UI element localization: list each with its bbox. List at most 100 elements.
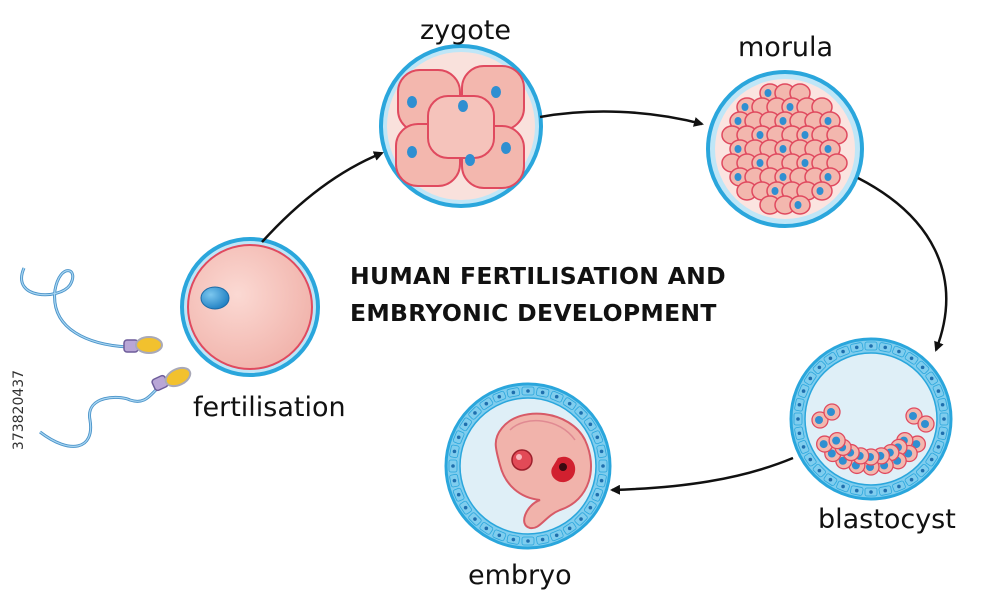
morula-cell: [706, 70, 864, 228]
inner-cell-nucleus: [827, 449, 836, 458]
morula-nucleus: [779, 145, 787, 153]
trophoblast-nucleus: [797, 431, 802, 436]
membrane-nucleus: [463, 422, 468, 427]
stock-image-id: 373820437: [11, 369, 27, 451]
morula-nucleus: [756, 131, 764, 139]
trophoblast-nucleus: [936, 445, 941, 449]
trophoblast-nucleus: [828, 356, 833, 361]
trophoblast-nucleus: [929, 457, 934, 462]
membrane-nucleus: [579, 411, 583, 415]
morula-nucleus: [756, 159, 764, 167]
membrane-nucleus: [463, 505, 468, 510]
membrane-nucleus: [511, 390, 516, 395]
membrane-nucleus: [595, 435, 600, 440]
membrane-nucleus: [588, 422, 593, 427]
membrane-nucleus: [456, 435, 461, 440]
trophoblast-nucleus: [897, 484, 901, 489]
trophoblast-nucleus: [797, 402, 802, 407]
blastocyst-cell: [789, 337, 953, 501]
cycle-arrows: [261, 110, 948, 495]
trophoblast-nucleus: [796, 417, 800, 421]
trophoblast-nucleus: [854, 488, 859, 493]
label-blastocyst: blastocyst: [818, 504, 956, 535]
morula-nucleus: [734, 173, 742, 181]
trophoblast-nucleus: [909, 356, 914, 361]
sperm-cell: [20, 267, 163, 354]
zygote-cell: [379, 44, 543, 208]
membrane-nucleus: [497, 533, 502, 538]
trophoblast-nucleus: [940, 402, 945, 407]
membrane-nucleus: [473, 517, 477, 521]
inner-cell-nucleus: [838, 456, 847, 465]
trophoblast-nucleus: [929, 376, 934, 381]
membrane-nucleus: [473, 411, 477, 415]
trophoblast-nucleus: [854, 345, 859, 350]
membrane-nucleus: [601, 464, 605, 468]
sperm-group: [20, 267, 192, 448]
trophoblast-nucleus: [883, 345, 888, 350]
membrane-nucleus: [554, 394, 559, 399]
inner-cell-nucleus: [832, 436, 841, 445]
membrane-nucleus: [554, 533, 559, 538]
arrow-fertilisation-to-zygote: [261, 151, 384, 243]
inner-cell-nucleus: [819, 440, 828, 449]
membrane-nucleus: [484, 401, 489, 406]
morula-nucleus: [734, 117, 742, 125]
title-line-1: HUMAN FERTILISATION AND: [350, 262, 726, 290]
trophoblast-nucleus: [841, 484, 845, 489]
egg-cell-fertilisation: [180, 237, 320, 377]
inner-cell-nucleus: [909, 412, 917, 420]
trophoblast-nucleus: [942, 417, 946, 421]
arrow-zygote-to-morula: [539, 110, 704, 127]
morula-nucleus: [779, 117, 787, 125]
inner-cell-nucleus: [912, 440, 921, 449]
inner-cell-nucleus: [815, 416, 823, 424]
morula-nucleus: [741, 103, 749, 111]
morula-nucleus: [794, 201, 802, 209]
membrane-nucleus: [579, 517, 583, 521]
membrane-nucleus: [484, 526, 489, 531]
membrane-nucleus: [452, 449, 457, 454]
morula-nucleus: [786, 103, 794, 111]
label-morula: morula: [738, 32, 834, 63]
membrane-nucleus: [567, 401, 572, 406]
membrane-nucleus: [599, 478, 604, 483]
membrane-nucleus: [497, 394, 502, 399]
trophoblast-nucleus: [801, 389, 806, 393]
sperm-cell: [39, 366, 192, 448]
trophoblast-nucleus: [869, 344, 873, 348]
morula-nucleus: [824, 145, 832, 153]
morula-nucleus: [801, 159, 809, 167]
trophoblast-nucleus: [940, 431, 945, 436]
membrane-nucleus: [526, 389, 530, 393]
membrane-nucleus: [567, 526, 572, 531]
title-line-2: EMBRYONIC DEVELOPMENT: [350, 299, 717, 327]
membrane-nucleus: [456, 492, 461, 497]
trophoblast-nucleus: [897, 349, 901, 354]
morula-nucleus: [801, 131, 809, 139]
trophoblast-nucleus: [817, 468, 822, 473]
membrane-nucleus: [599, 449, 604, 454]
membrane-nucleus: [452, 478, 457, 483]
morula-nucleus: [824, 173, 832, 181]
trophoblast-nucleus: [801, 445, 806, 449]
trophoblast-nucleus: [841, 349, 845, 354]
diagram-title: HUMAN FERTILISATION AND EMBRYONIC DEVELO…: [350, 258, 726, 332]
morula-nucleus: [779, 173, 787, 181]
trophoblast-nucleus: [869, 490, 873, 494]
membrane-nucleus: [588, 505, 593, 510]
label-fertilisation: fertilisation: [193, 392, 346, 423]
trophoblast-nucleus: [909, 477, 914, 482]
trophoblast-nucleus: [920, 365, 925, 370]
label-embryo: embryo: [468, 560, 572, 591]
trophoblast-nucleus: [808, 457, 813, 462]
membrane-nucleus: [595, 492, 600, 497]
inner-cell-nucleus: [827, 408, 835, 416]
trophoblast-nucleus: [817, 365, 822, 370]
membrane-nucleus: [511, 537, 516, 542]
trophoblast-nucleus: [883, 488, 888, 493]
trophoblast-nucleus: [936, 389, 941, 393]
morula-nucleus: [764, 89, 772, 97]
membrane-nucleus: [526, 539, 530, 543]
membrane-nucleus: [540, 390, 545, 395]
